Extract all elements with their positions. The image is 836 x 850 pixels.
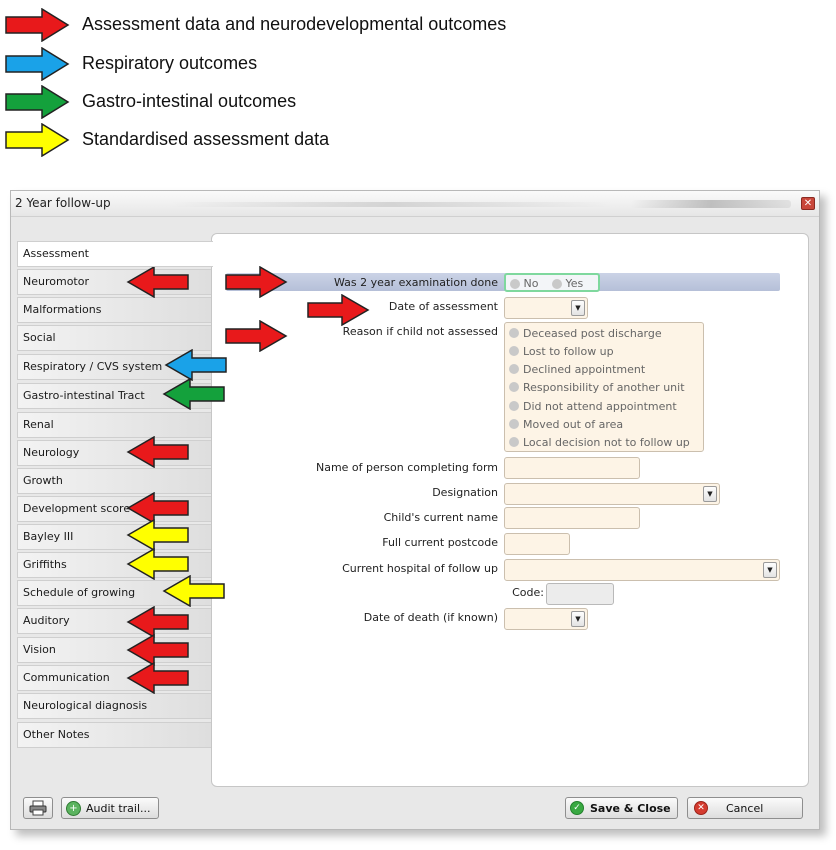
date-assessment-label: Date of assessment (388, 300, 498, 313)
legend-item-yellow: Standardised assessment data (4, 123, 604, 157)
red-arrow-icon (126, 436, 189, 468)
postcode-input[interactable] (504, 533, 570, 555)
chevron-down-icon[interactable]: ▼ (703, 486, 717, 502)
exam-done-no[interactable]: No (510, 277, 538, 290)
legend-item-blue: Respiratory outcomes (4, 47, 604, 81)
legend-item-red: Assessment data and neurodevelopmental o… (4, 8, 604, 42)
red-arrow-icon (126, 266, 189, 298)
check-icon: ✓ (570, 801, 584, 815)
legend-item-green: Gastro-intestinal outcomes (4, 85, 604, 119)
audit-icon: + (66, 801, 81, 816)
code-label: Code: (512, 586, 544, 599)
reason-option[interactable]: Deceased post discharge (509, 327, 662, 340)
reason-option[interactable]: Moved out of area (509, 418, 623, 431)
blue-arrow-icon (5, 47, 70, 81)
hospital-select[interactable]: ▼ (504, 559, 780, 581)
date-assessment-input[interactable]: ▼ (504, 297, 588, 319)
audit-trail-button[interactable]: + Audit trail... (61, 797, 159, 819)
tab-neurological-diagnosis[interactable]: Neurological diagnosis (17, 693, 211, 719)
hospital-label: Current hospital of follow up (342, 562, 498, 575)
tab-malformations[interactable]: Malformations (17, 297, 211, 323)
window-title: 2 Year follow-up (15, 196, 111, 210)
death-date-label: Date of death (if known) (363, 611, 498, 624)
red-arrow-icon (5, 8, 70, 42)
close-icon[interactable]: ✕ (801, 197, 815, 210)
legend-label: Assessment data and neurodevelopmental o… (82, 14, 507, 34)
red-arrow-icon (307, 294, 370, 326)
title-bar: 2 Year follow-up ✕ (11, 191, 819, 217)
green-arrow-icon (5, 85, 70, 119)
yellow-arrow-icon (126, 519, 189, 551)
chevron-down-icon[interactable]: ▼ (571, 611, 585, 627)
code-field (546, 583, 614, 605)
tab-social[interactable]: Social (17, 325, 211, 351)
follow-up-window: 2 Year follow-up ✕ Assessment Neuromotor… (10, 190, 820, 830)
red-arrow-icon (126, 662, 189, 694)
legend-label: Respiratory outcomes (82, 53, 258, 73)
designation-label: Designation (432, 486, 498, 499)
red-arrow-icon (225, 266, 288, 298)
print-button[interactable] (23, 797, 53, 819)
save-close-button[interactable]: ✓ Save & Close (565, 797, 678, 819)
radio-icon (552, 279, 562, 289)
person-label: Name of person completing form (315, 461, 498, 474)
reason-option[interactable]: Responsibility of another unit (509, 381, 685, 394)
child-name-label: Child's current name (383, 511, 498, 524)
yellow-arrow-icon (5, 123, 70, 157)
red-arrow-icon (126, 634, 189, 666)
cancel-button[interactable]: ✕ Cancel (687, 797, 803, 819)
legend-label: Gastro-intestinal outcomes (82, 91, 297, 111)
reason-option[interactable]: Local decision not to follow up (509, 436, 690, 449)
reason-option[interactable]: Declined appointment (509, 363, 645, 376)
red-arrow-icon (126, 606, 189, 638)
person-input[interactable] (504, 457, 640, 479)
reason-radio-group: Deceased post discharge Lost to follow u… (504, 322, 704, 452)
designation-select[interactable]: ▼ (504, 483, 720, 505)
blue-arrow-icon (164, 349, 227, 381)
radio-icon (510, 279, 520, 289)
red-arrow-icon (225, 320, 288, 352)
exam-done-toggle: No Yes (504, 273, 600, 292)
highlight-row (226, 273, 780, 291)
tab-renal[interactable]: Renal (17, 412, 211, 438)
reason-option[interactable]: Did not attend appointment (509, 400, 677, 413)
yellow-arrow-icon (126, 548, 189, 580)
child-name-input[interactable] (504, 507, 640, 529)
yellow-arrow-icon (162, 575, 225, 607)
death-date-input[interactable]: ▼ (504, 608, 588, 630)
exam-done-label: Was 2 year examination done (333, 276, 498, 289)
tab-growth[interactable]: Growth (17, 468, 211, 494)
cancel-icon: ✕ (694, 801, 708, 815)
postcode-label: Full current postcode (382, 536, 498, 549)
printer-icon (29, 800, 47, 816)
red-arrow-icon (126, 492, 189, 524)
exam-done-yes[interactable]: Yes (552, 277, 583, 290)
chevron-down-icon[interactable]: ▼ (763, 562, 777, 578)
assessment-panel: Was 2 year examination done No Yes Date … (211, 233, 809, 787)
legend-label: Standardised assessment data (82, 129, 330, 149)
tab-other-notes[interactable]: Other Notes (17, 722, 211, 748)
tab-assessment[interactable]: Assessment (17, 241, 213, 267)
chevron-down-icon[interactable]: ▼ (571, 300, 585, 316)
green-arrow-icon (162, 378, 225, 410)
reason-option[interactable]: Lost to follow up (509, 345, 614, 358)
reason-label: Reason if child not assessed (342, 325, 498, 338)
